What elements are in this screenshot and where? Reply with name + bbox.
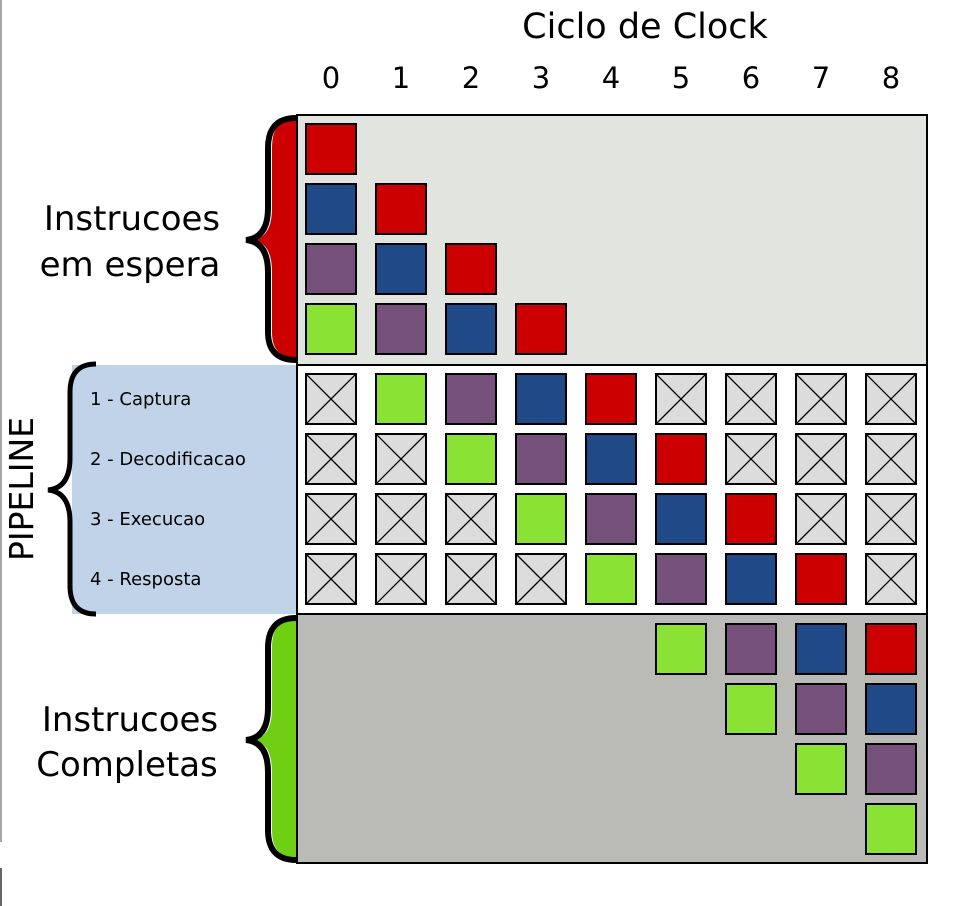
pipeline-cell-blue <box>515 373 567 425</box>
completed-cell-purple <box>725 623 777 675</box>
completed-label-line1: Instrucoes <box>42 700 218 740</box>
waiting-cell-red <box>515 303 567 355</box>
pipeline-cell-empty <box>375 493 427 545</box>
pipeline-cell-blue <box>655 493 707 545</box>
pipeline-cell-empty <box>865 493 917 545</box>
waiting-cell-purple <box>305 243 357 295</box>
pipeline-cell-empty <box>865 373 917 425</box>
waiting-cell-green <box>305 303 357 355</box>
cycle-label-7: 7 <box>812 61 830 95</box>
pipeline-cell-empty <box>305 373 357 425</box>
pipeline-cell-empty <box>655 373 707 425</box>
waiting-brace-fill <box>252 118 296 358</box>
pipeline-cell-empty <box>865 553 917 605</box>
completed-cell-green <box>795 743 847 795</box>
pipeline-cell-green <box>445 433 497 485</box>
stage-labels: 1 - Captura 2 - Decodificacao 3 - Execucao… <box>90 389 246 590</box>
completed-label-line2: Completas <box>36 745 218 785</box>
cycle-label-4: 4 <box>602 61 620 95</box>
pipeline-cell-empty <box>795 373 847 425</box>
pipeline-cell-empty <box>795 493 847 545</box>
completed-cell-blue <box>865 683 917 735</box>
waiting-cell-blue <box>375 243 427 295</box>
pipeline-cell-empty <box>305 493 357 545</box>
title: Ciclo de Clock <box>522 7 768 47</box>
pipeline-cell-red <box>585 373 637 425</box>
cycle-label-0: 0 <box>322 61 340 95</box>
pipeline-cell-empty <box>725 373 777 425</box>
pipeline-cell-empty <box>795 433 847 485</box>
pipeline-cell-empty <box>725 433 777 485</box>
pipeline-cell-red <box>795 553 847 605</box>
completed-cell-green <box>865 803 917 855</box>
stage-label-2: 2 - Decodificacao <box>90 449 246 470</box>
pipeline-label-area <box>72 365 297 614</box>
pipeline-cell-empty <box>305 553 357 605</box>
completed-cell-purple <box>795 683 847 735</box>
cycle-label-2: 2 <box>462 61 480 95</box>
pipeline-cell-blue <box>585 433 637 485</box>
pipeline-cell-blue <box>725 553 777 605</box>
pipeline-cell-purple <box>445 373 497 425</box>
waiting-cell-blue <box>305 183 357 235</box>
completed-cell-purple <box>865 743 917 795</box>
pipeline-cell-empty <box>865 433 917 485</box>
completed-cell-blue <box>795 623 847 675</box>
pipeline-cell-empty <box>515 553 567 605</box>
waiting-cell-purple <box>375 303 427 355</box>
stage-label-4: 4 - Resposta <box>90 569 201 590</box>
pipeline-cell-red <box>655 433 707 485</box>
waiting-cell-red <box>445 243 497 295</box>
pipeline-cell-empty <box>445 493 497 545</box>
waiting-cell-red <box>305 123 357 175</box>
completed-cell-green <box>655 623 707 675</box>
pipeline-cell-green <box>375 373 427 425</box>
cycle-label-6: 6 <box>742 61 760 95</box>
pipeline-cell-empty <box>305 433 357 485</box>
waiting-brace <box>245 115 297 363</box>
pipeline-cell-green <box>585 553 637 605</box>
pipeline-cell-empty <box>445 553 497 605</box>
completed-cell-red <box>865 623 917 675</box>
stage-label-1: 1 - Captura <box>90 389 191 410</box>
cycle-labels: 0 1 2 3 4 5 6 7 8 <box>322 61 900 95</box>
cycle-label-8: 8 <box>882 61 900 95</box>
pipeline-cell-purple <box>655 553 707 605</box>
pipeline-label: PIPELINE <box>2 417 41 561</box>
pipeline-cell-red <box>725 493 777 545</box>
waiting-label-line1: Instrucoes <box>44 199 220 239</box>
waiting-cell-red <box>375 183 427 235</box>
cycle-label-5: 5 <box>672 61 690 95</box>
cycle-label-1: 1 <box>392 61 410 95</box>
waiting-cell-blue <box>445 303 497 355</box>
waiting-label-line2: em espera <box>40 245 221 285</box>
completed-brace <box>245 615 297 863</box>
cycle-label-3: 3 <box>532 61 550 95</box>
pipeline-cell-empty <box>375 553 427 605</box>
pipeline-cell-purple <box>515 433 567 485</box>
completed-brace-fill <box>252 618 296 858</box>
pipeline-brace <box>47 361 97 617</box>
pipeline-cell-purple <box>585 493 637 545</box>
pipeline-cell-empty <box>375 433 427 485</box>
stage-label-3: 3 - Execucao <box>90 509 205 530</box>
completed-cell-green <box>725 683 777 735</box>
waiting-area <box>296 114 928 366</box>
pipeline-cell-green <box>515 493 567 545</box>
instruction-cells <box>305 123 917 855</box>
